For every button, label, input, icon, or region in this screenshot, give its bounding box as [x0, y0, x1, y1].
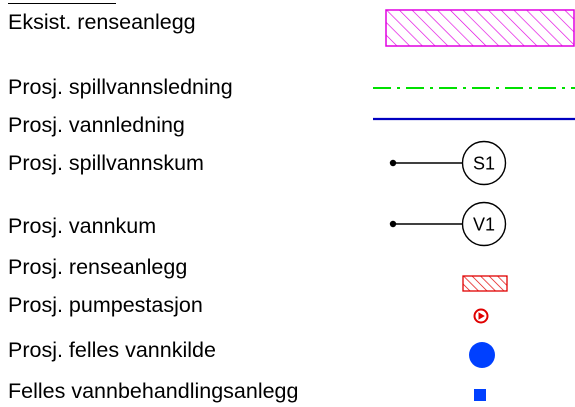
legend-label-prosj-spillvannskum: Prosj. spillvannskum [8, 151, 204, 175]
solid-line-icon [373, 116, 575, 122]
manhole-s1-icon: S1 [388, 140, 518, 186]
filled-circle-icon [468, 341, 496, 369]
legend-label-felles-vannbehandlingsanlegg: Felles vannbehandlingsanlegg [8, 379, 299, 403]
legend-label-prosj-vannledning: Prosj. vannledning [8, 113, 185, 137]
small-hatched-box-icon [462, 275, 508, 292]
legend-label-prosj-pumpestasjon: Prosj. pumpestasjon [8, 293, 203, 317]
divider [8, 3, 116, 4]
manhole-v1-icon: V1 [388, 201, 518, 247]
pump-station-icon [472, 307, 490, 325]
dash-dot-line-icon [373, 85, 575, 91]
legend-label-prosj-renseanlegg: Prosj. renseanlegg [8, 255, 188, 279]
legend-label-prosj-spillvannsledning: Prosj. spillvannsledning [8, 75, 233, 99]
legend-label-prosj-felles-vannkilde: Prosj. felles vannkilde [8, 338, 216, 362]
manhole-s1-text: S1 [473, 154, 495, 174]
legend-label-prosj-vannkum: Prosj. vannkum [8, 214, 157, 238]
legend-label-eksist-renseanlegg: Eksist. renseanlegg [8, 10, 196, 34]
manhole-v1-text: V1 [473, 215, 495, 235]
hatched-box-icon [385, 9, 575, 47]
filled-square-icon [474, 389, 486, 401]
